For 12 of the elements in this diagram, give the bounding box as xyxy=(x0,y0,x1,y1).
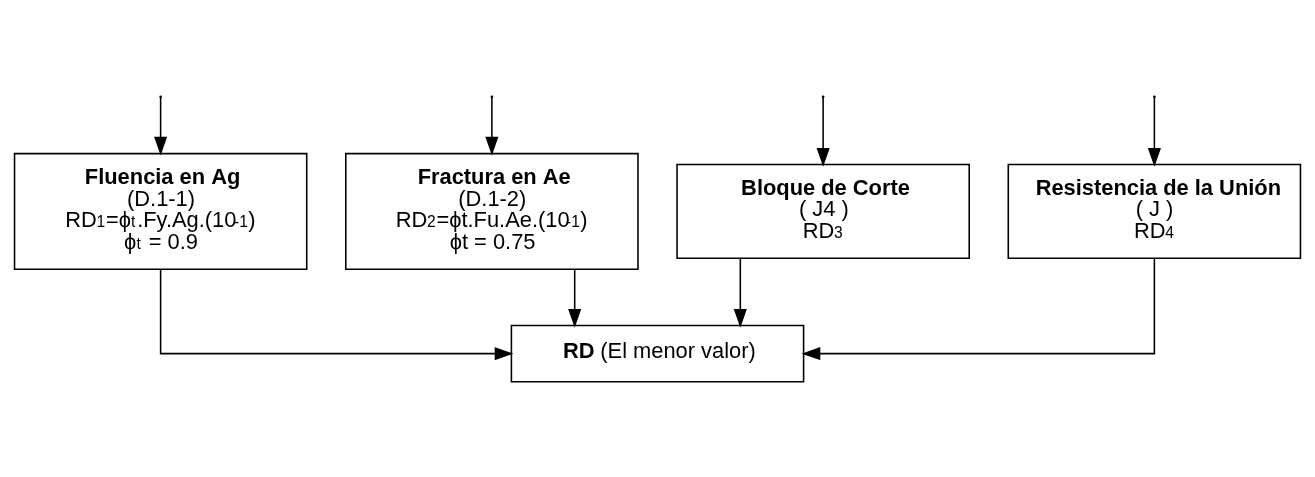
node-box: RD (El menor valor) xyxy=(510,324,805,383)
arrow xyxy=(733,257,747,328)
arrow xyxy=(568,268,582,328)
node-box: Resistencia de la Unión ( J ) RD4 xyxy=(1007,163,1302,259)
arrow xyxy=(1147,96,1161,167)
arrow xyxy=(154,96,168,155)
arrow xyxy=(801,257,1156,360)
arrow xyxy=(159,268,514,360)
node-box: Fluencia en Ag (D.1-1) RD1=ϕt.Fy.Ag.(10-1) ϕt = 0.9 xyxy=(13,152,308,270)
arrow xyxy=(485,96,499,155)
node-box: Bloque de Corte ( J4 ) RD3 xyxy=(676,163,970,259)
arrow xyxy=(816,96,830,167)
